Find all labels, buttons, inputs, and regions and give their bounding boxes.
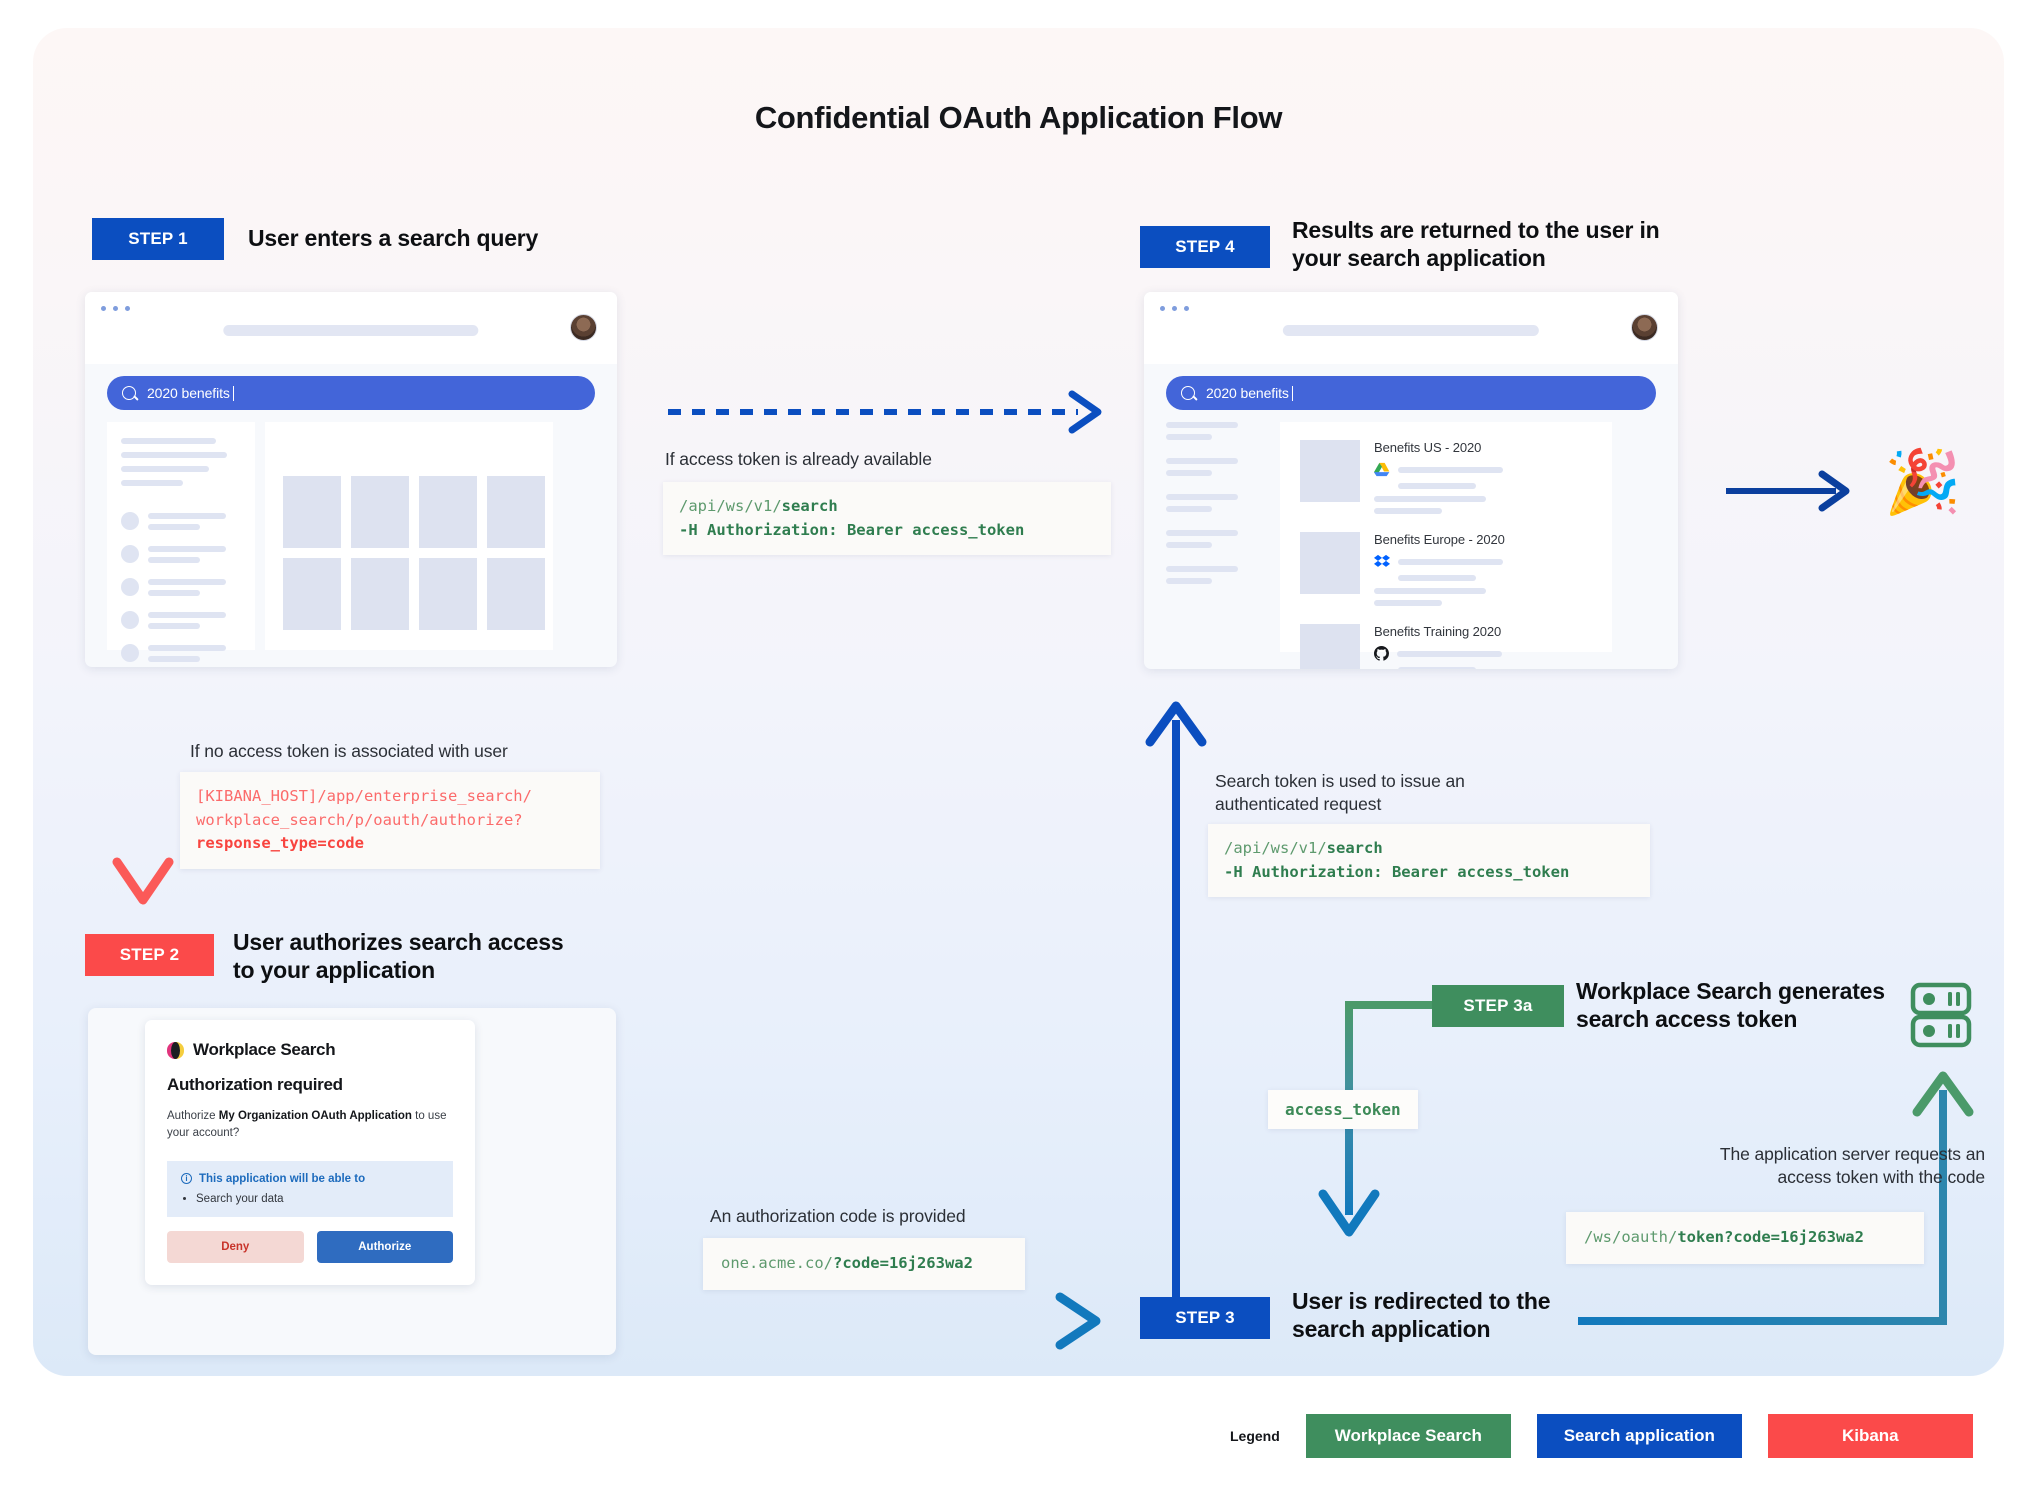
code-token-path: /ws/oauth/ [1584, 1228, 1678, 1246]
window-dots-icon [101, 306, 130, 311]
url-bar-placeholder [223, 325, 479, 336]
search-icon [122, 386, 136, 400]
code-redirect: one.acme.co/?code=16j263wa2 [703, 1238, 1025, 1290]
result-source-line [1374, 554, 1505, 569]
step-3a-chip: STEP 3a [1432, 985, 1564, 1027]
code-kibana-authorize: [KIBANA_HOST]/app/enterprise_search/ wor… [180, 772, 600, 869]
results-list-panel: Benefits US - 2020 Benefits Europe - 202… [1280, 422, 1612, 669]
dropbox-icon [1374, 554, 1390, 567]
step-4-chip: STEP 4 [1140, 226, 1270, 268]
auth-body-pre: Authorize [167, 1110, 219, 1122]
auth-app-name: My Organization OAuth Application [218, 1110, 412, 1122]
access-token-chip: access_token [1268, 1090, 1418, 1129]
auth-button-row: Deny Authorize [167, 1230, 453, 1263]
code-header: -H Authorization: Bearer access_token [679, 520, 1025, 539]
browser-chrome [1144, 292, 1678, 364]
note-no-token: If no access token is associated with us… [190, 741, 508, 761]
step-1-chip: STEP 1 [92, 218, 224, 260]
legend-item-workplace-search: Workplace Search [1305, 1414, 1511, 1458]
workplace-search-logo-icon [167, 1041, 184, 1059]
permissions-heading-text: This application will be able to [199, 1172, 366, 1185]
browser-chrome [85, 292, 617, 364]
page-title: Confidential OAuth Application Flow [754, 100, 1283, 135]
workplace-search-brand: Workplace Search [167, 1040, 453, 1060]
permissions-heading: i This application will be able to [181, 1173, 439, 1185]
code-response-type: response_type=code [196, 834, 364, 853]
step-3a-label: Workplace Search generates search access… [1576, 978, 1885, 1033]
legend-label: Legend [1230, 1428, 1280, 1444]
legend-item-kibana: Kibana [1767, 1414, 1973, 1458]
step-4-label: Results are returned to the user in your… [1292, 217, 1660, 272]
code-search-top: /api/ws/v1/search -H Authorization: Bear… [663, 482, 1111, 556]
step-4-browser-mock: 2020 benefits Benefits US - 2020 [1144, 292, 1678, 669]
code-token-query: token?code=16j263wa2 [1677, 1228, 1864, 1246]
google-drive-icon [1374, 462, 1390, 477]
url-bar-placeholder [1282, 325, 1540, 336]
authorize-button[interactable]: Authorize [316, 1230, 453, 1263]
facets-panel [107, 422, 255, 662]
result-source-line [1374, 462, 1503, 477]
result-title: Benefits Europe - 2020 [1374, 532, 1505, 547]
step-3-label: User is redirected to the search applica… [1292, 1288, 1551, 1343]
note-server-request: The application server requests an acces… [1719, 1144, 1985, 1188]
result-title: Benefits Training 2020 [1374, 624, 1502, 639]
auth-heading: Authorization required [167, 1075, 343, 1094]
avatar [1631, 314, 1658, 341]
note-token-available: If access token is already available [665, 449, 932, 469]
server-icon [1910, 982, 1972, 1053]
avatar [570, 314, 597, 341]
code-header: -H Authorization: Bearer access_token [1224, 862, 1570, 881]
text-caret [1291, 385, 1294, 401]
code-redirect-host: one.acme.co/ [721, 1254, 833, 1272]
brand-name: Workplace Search [193, 1040, 336, 1059]
window-dots-icon [1160, 306, 1189, 311]
code-path: /api/ws/v1/ [679, 497, 782, 515]
info-icon: i [181, 1173, 192, 1184]
step-2-label: User authorizes search access to your ap… [233, 929, 564, 984]
code-kibana-url: [KIBANA_HOST]/app/enterprise_search/ wor… [196, 787, 532, 829]
code-redirect-query: ?code=16j263wa2 [832, 1254, 973, 1272]
code-endpoint: search [1326, 839, 1383, 857]
result-source-line [1374, 646, 1502, 661]
facets-panel [1166, 422, 1266, 584]
list-item[interactable]: Benefits Europe - 2020 [1300, 532, 1592, 606]
result-thumbnail [1300, 624, 1360, 669]
results-grid-panel [265, 422, 553, 650]
authorization-card: Workplace Search Authorization required … [145, 1020, 475, 1285]
code-path: /api/ws/v1/ [1224, 839, 1327, 857]
step-1-label: User enters a search query [248, 225, 539, 251]
result-thumbnail [1300, 532, 1360, 594]
legend: Legend Workplace Search Search applicati… [1230, 1414, 1973, 1458]
code-search-right: /api/ws/v1/search -H Authorization: Bear… [1208, 824, 1650, 898]
celebration-emoji: 🎉 [1884, 448, 1962, 517]
legend-item-search-application: Search application [1536, 1414, 1742, 1458]
list-item[interactable]: Benefits US - 2020 [1300, 440, 1592, 514]
search-icon [1181, 386, 1195, 400]
code-token-request: /ws/oauth/token?code=16j263wa2 [1566, 1212, 1924, 1264]
step-3-chip: STEP 3 [1140, 1297, 1270, 1339]
search-query-text: 2020 benefits [1206, 385, 1289, 401]
github-icon [1374, 646, 1389, 661]
auth-body: Authorize My Organization OAuth Applicat… [167, 1108, 453, 1143]
code-endpoint: search [781, 497, 838, 515]
text-caret [232, 385, 235, 401]
result-title: Benefits US - 2020 [1374, 440, 1482, 455]
search-query-text: 2020 benefits [147, 385, 230, 401]
step-1-browser-mock: 2020 benefits [85, 292, 617, 667]
search-input[interactable]: 2020 benefits [107, 376, 595, 410]
step-2-browser-mock: Workplace Search Authorization required … [88, 1008, 616, 1355]
list-item[interactable]: Benefits Training 2020 [1300, 624, 1592, 669]
permissions-info-box: i This application will be able to Searc… [167, 1160, 453, 1217]
permissions-list: Search your data [196, 1193, 439, 1205]
step-2-chip: STEP 2 [85, 934, 214, 976]
deny-button[interactable]: Deny [167, 1230, 304, 1263]
auth-body-post: to use your account? [167, 1110, 447, 1140]
note-search-token: Search token is used to issue an authent… [1215, 771, 1465, 815]
list-item: Search your data [196, 1193, 439, 1205]
search-input[interactable]: 2020 benefits [1166, 376, 1656, 410]
result-thumbnail [1300, 440, 1360, 502]
note-auth-code: An authorization code is provided [710, 1206, 966, 1226]
